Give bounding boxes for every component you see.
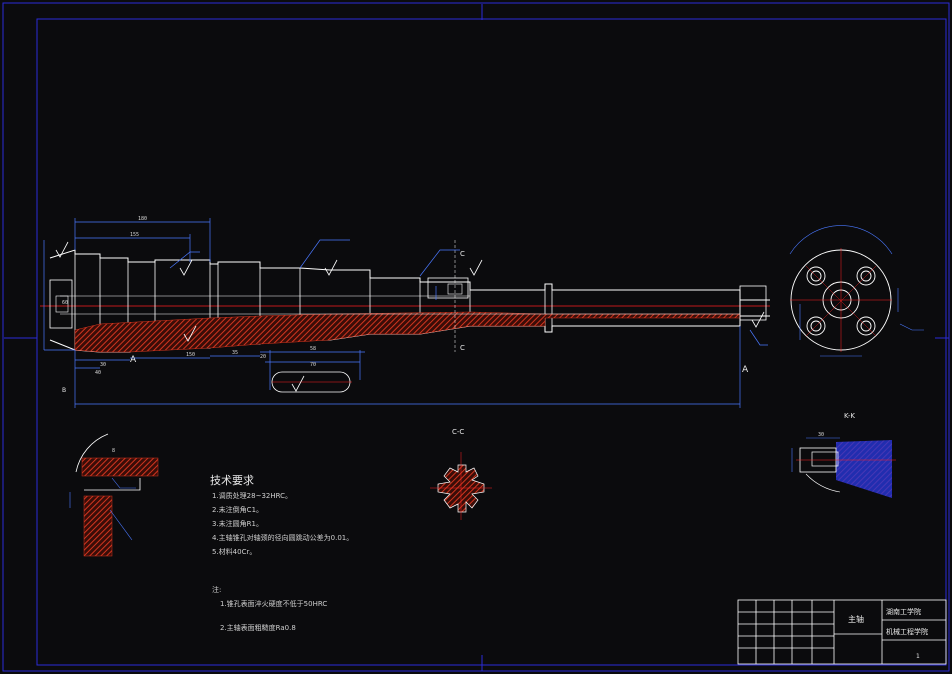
title-part-name: 主轴	[848, 614, 864, 624]
notes-line3: 3.未注圆角R1。	[212, 519, 263, 528]
label-cc-view: C-C	[452, 428, 464, 436]
inner-frame	[36, 18, 947, 666]
dim-b: 35	[232, 350, 238, 356]
notes-line4: 4.主轴锥孔对轴颈的径向圆跳动公差为0.01。	[212, 533, 353, 542]
title-block	[737, 599, 947, 665]
detail-view	[69, 433, 159, 557]
notes-sub2: 2.主轴表面粗糙度Ra0.8	[220, 623, 296, 632]
dim-e: 30	[100, 362, 106, 368]
title-org-line1: 湖南工学院	[886, 607, 921, 616]
kk-dim: 30	[818, 432, 824, 438]
title-org-line2: 机械工程学院	[886, 627, 928, 636]
detail-dim: 8	[112, 448, 115, 454]
notes-sub-heading: 注:	[212, 585, 221, 594]
shaft-upper-outline	[49, 249, 770, 301]
main-shaft-view	[40, 240, 770, 353]
notes-line2: 2.未注倒角C1。	[212, 505, 263, 514]
dim-d: 58	[310, 346, 316, 352]
dim-top-second: 155	[130, 232, 139, 238]
notes-sub1: 1.锥孔表面淬火硬度不低于50HRC	[220, 599, 327, 608]
notes-heading: 技术要求	[210, 474, 254, 487]
dim-top-overall: 180	[138, 216, 147, 222]
notes-line5: 5.材料40Cr。	[212, 547, 256, 556]
roughness-symbols	[55, 241, 765, 392]
dim-h: 20	[260, 354, 266, 360]
right-end-thread	[739, 285, 767, 321]
left-end-flange	[49, 279, 73, 329]
keyway-detail	[427, 277, 469, 299]
title-sheet: 1	[916, 653, 920, 660]
left-end-bore	[55, 295, 69, 313]
shaft-hatched-section	[74, 311, 741, 353]
kk-section-view	[791, 437, 896, 498]
spline-section-view	[430, 452, 492, 520]
dim-a: 150	[186, 352, 195, 358]
dim-f: 40	[95, 370, 101, 376]
dim-c: 70	[310, 362, 316, 368]
label-c-bottom: C	[460, 344, 465, 352]
label-a-right: A	[742, 365, 749, 375]
flange-end-view	[789, 225, 924, 357]
label-b-left: B	[62, 387, 66, 394]
label-kk-view: K-K	[844, 412, 855, 420]
label-a-left: A	[130, 355, 137, 365]
technical-notes: 技术要求 1.调质处理28~32HRC。 2.未注倒角C1。 3.未注圆角R1。…	[210, 474, 353, 632]
dim-g: 60	[62, 300, 68, 306]
notes-line1: 1.调质处理28~32HRC。	[212, 491, 292, 500]
keyway-slot	[447, 283, 463, 295]
main-dimensions	[43, 218, 768, 408]
label-c-top: C	[460, 250, 465, 258]
slot-view	[271, 371, 352, 393]
